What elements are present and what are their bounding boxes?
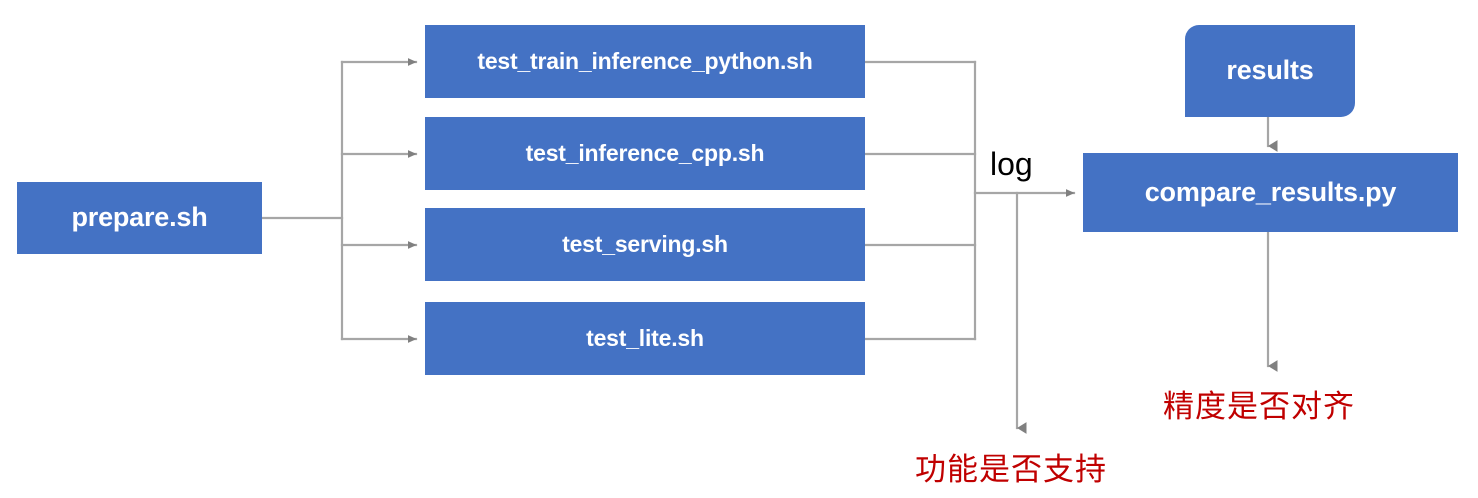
node-test-train-inference-python-sh-label: test_train_inference_python.sh <box>477 47 813 74</box>
node-test-inference-cpp-sh-label: test_inference_cpp.sh <box>525 139 765 166</box>
node-compare-results-py-label: compare_results.py <box>1144 176 1397 207</box>
function-support-note: 功能是否支持 <box>915 452 1107 487</box>
node-test-serving-sh[interactable]: test_serving.sh <box>425 208 865 281</box>
node-prepare-sh[interactable]: prepare.sh <box>17 182 262 254</box>
node-prepare-sh-label: prepare.sh <box>71 202 208 233</box>
node-test-lite-sh[interactable]: test_lite.sh <box>425 302 865 375</box>
node-results[interactable]: results <box>1185 25 1355 117</box>
node-compare-results-py[interactable]: compare_results.py <box>1083 153 1458 232</box>
node-test-lite-sh-label: test_lite.sh <box>586 324 704 351</box>
node-test-train-inference-python-sh[interactable]: test_train_inference_python.sh <box>425 25 865 98</box>
node-results-label: results <box>1226 55 1314 86</box>
edge-label-log: log <box>990 146 1033 182</box>
precision-align-note: 精度是否对齐 <box>1163 389 1355 424</box>
node-test-serving-sh-label: test_serving.sh <box>562 230 728 257</box>
node-test-inference-cpp-sh[interactable]: test_inference_cpp.sh <box>425 117 865 190</box>
